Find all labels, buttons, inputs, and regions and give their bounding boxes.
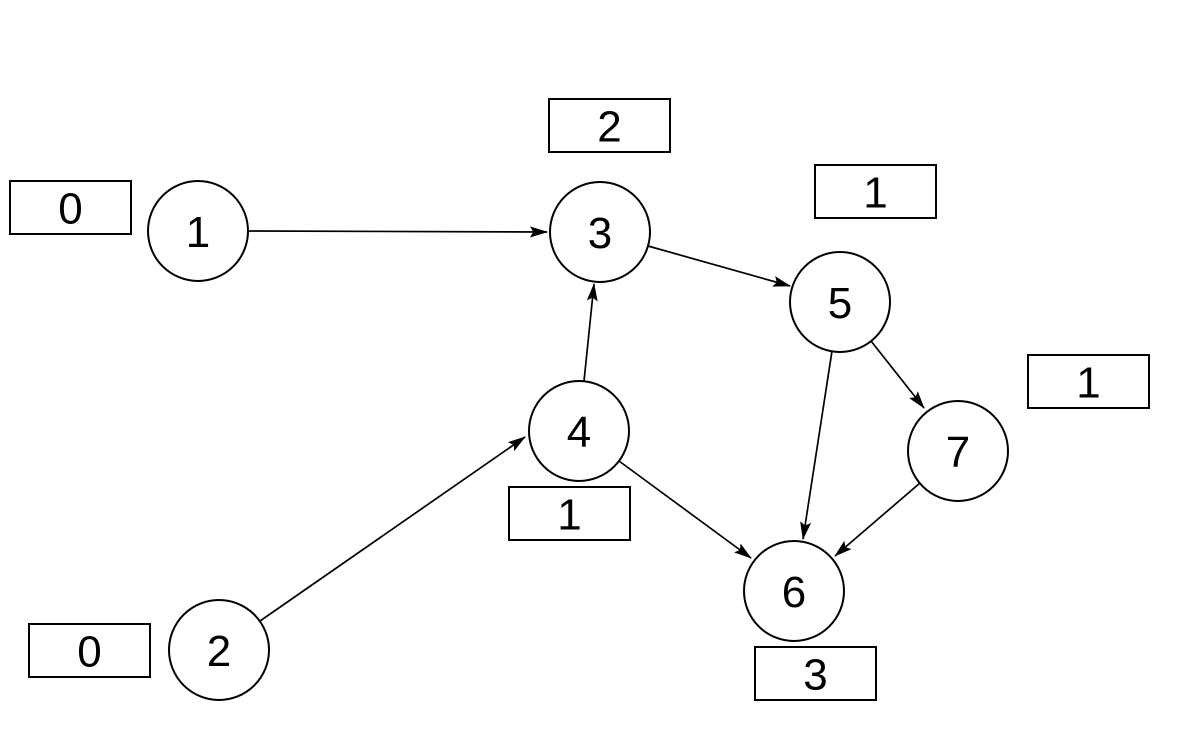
indegree-rect-node-5 <box>814 164 937 219</box>
graph-node-4: 4 <box>528 380 630 482</box>
indegree-box-node-4: 1 <box>508 486 631 541</box>
edge-5-to-6 <box>800 350 833 540</box>
indegree-box-node-5: 1 <box>814 164 937 219</box>
node-label-5: 5 <box>828 279 852 328</box>
node-label-3: 3 <box>588 209 612 258</box>
edge-2-to-4 <box>259 436 526 622</box>
node-circle-1 <box>147 180 249 282</box>
indegree-value-node-6: 3 <box>803 651 827 700</box>
graph-node-1: 1 <box>147 180 249 282</box>
edge-3-to-5 <box>647 245 791 287</box>
node-label-1: 1 <box>186 208 210 257</box>
edge-4-to-6 <box>618 460 752 559</box>
indegree-rect-node-6 <box>754 646 877 701</box>
indegree-box-node-1: 0 <box>9 180 132 235</box>
indegree-rect-node-2 <box>28 623 151 678</box>
indegree-value-node-7: 1 <box>1076 359 1100 408</box>
indegree-rect-node-7 <box>1027 354 1150 409</box>
graph-node-7: 7 <box>907 400 1009 502</box>
indegree-labels-layer: 0 0 2 1 1 3 1 <box>9 98 1150 701</box>
edge-1-to-3 <box>247 226 548 238</box>
indegree-value-node-4: 1 <box>557 491 581 540</box>
edge-4-to-3 <box>583 283 598 382</box>
graph-node-2: 2 <box>168 599 270 701</box>
node-label-6: 6 <box>782 568 806 617</box>
graph-node-3: 3 <box>549 181 651 283</box>
node-circle-4 <box>528 380 630 482</box>
indegree-rect-node-4 <box>508 486 631 541</box>
indegree-rect-node-1 <box>9 180 132 235</box>
edges-layer <box>247 226 925 622</box>
node-circle-5 <box>789 251 891 353</box>
indegree-rect-node-3 <box>548 98 671 153</box>
node-circle-7 <box>907 400 1009 502</box>
indegree-box-node-6: 3 <box>754 646 877 701</box>
node-circle-6 <box>743 540 845 642</box>
indegree-value-node-2: 0 <box>77 628 101 677</box>
nodes-layer: 1 2 3 4 5 6 7 <box>147 180 1009 701</box>
edge-5-to-7 <box>870 340 925 409</box>
indegree-box-node-7: 1 <box>1027 354 1150 409</box>
node-label-2: 2 <box>207 627 231 676</box>
edge-7-to-6 <box>834 482 921 557</box>
indegree-box-node-2: 0 <box>28 623 151 678</box>
node-label-7: 7 <box>946 428 970 477</box>
indegree-value-node-1: 0 <box>58 185 82 234</box>
graph-node-5: 5 <box>789 251 891 353</box>
node-circle-2 <box>168 599 270 701</box>
graph-node-6: 6 <box>743 540 845 642</box>
indegree-value-node-5: 1 <box>863 169 887 218</box>
indegree-box-node-3: 2 <box>548 98 671 153</box>
indegree-value-node-3: 2 <box>597 103 621 152</box>
node-label-4: 4 <box>567 408 591 457</box>
node-circle-3 <box>549 181 651 283</box>
